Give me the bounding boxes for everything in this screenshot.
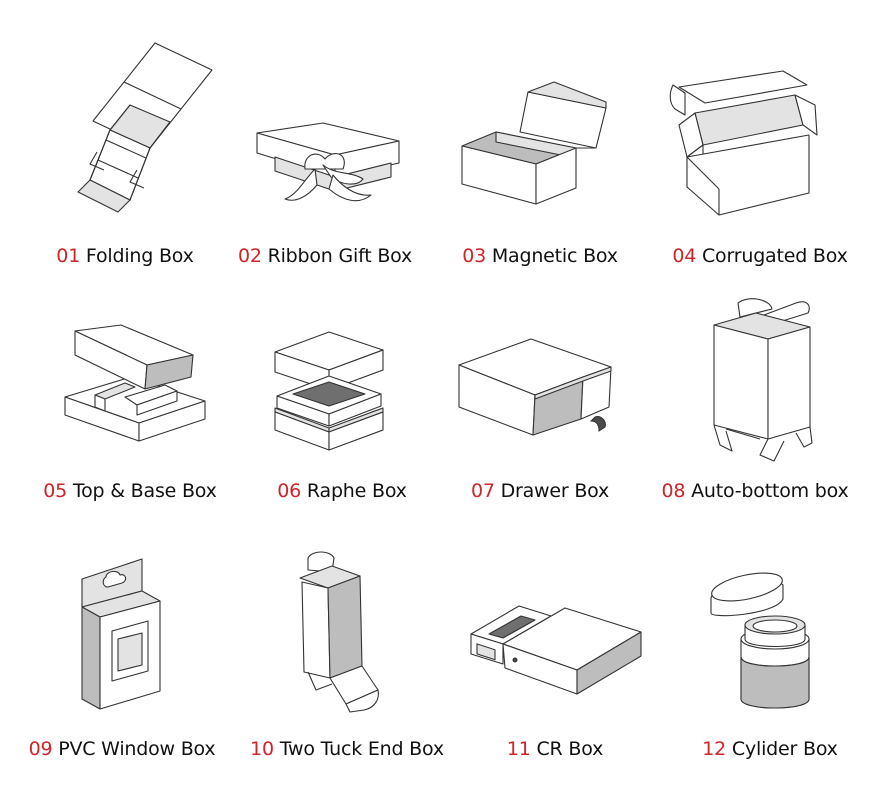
ribbon-gift-box-icon: [245, 115, 415, 215]
box-caption-07: 07 Drawer Box: [471, 480, 609, 502]
cr-box-icon: [465, 598, 645, 708]
box-number: 01: [56, 245, 80, 267]
box-number: 12: [702, 738, 726, 760]
box-label: Ribbon Gift Box: [268, 245, 412, 267]
box-caption-05: 05 Top & Base Box: [43, 480, 216, 502]
box-caption-09: 09 PVC Window Box: [29, 738, 216, 760]
box-caption-03: 03 Magnetic Box: [462, 245, 618, 267]
corrugated-box-icon: [665, 65, 835, 225]
box-label: Cylider Box: [732, 738, 838, 760]
auto-bottom-box-icon: [700, 295, 830, 465]
drawer-box-icon: [455, 335, 625, 445]
box-label: Folding Box: [86, 245, 194, 267]
box-number: 05: [43, 480, 67, 502]
box-caption-06: 06 Raphe Box: [277, 480, 406, 502]
box-caption-01: 01 Folding Box: [56, 245, 193, 267]
pvc-window-box-icon: [72, 555, 182, 715]
box-label: Auto-bottom box: [691, 480, 848, 502]
box-label: Corrugated Box: [702, 245, 848, 267]
top-base-box-icon: [55, 325, 225, 445]
box-label: Drawer Box: [501, 480, 609, 502]
box-caption-12: 12 Cylider Box: [702, 738, 837, 760]
box-caption-10: 10 Two Tuck End Box: [250, 738, 444, 760]
magnetic-box-icon: [450, 80, 620, 210]
folding-box-icon: [60, 40, 230, 220]
box-number: 07: [471, 480, 495, 502]
box-number: 03: [462, 245, 486, 267]
box-label: Two Tuck End Box: [280, 738, 444, 760]
box-caption-02: 02 Ribbon Gift Box: [238, 245, 412, 267]
box-number: 09: [29, 738, 53, 760]
box-number: 04: [672, 245, 696, 267]
box-number: 11: [507, 738, 531, 760]
box-label: Top & Base Box: [73, 480, 217, 502]
box-label: Raphe Box: [307, 480, 407, 502]
box-number: 10: [250, 738, 274, 760]
box-number: 06: [277, 480, 301, 502]
box-label: Magnetic Box: [492, 245, 618, 267]
cylinder-box-icon: [705, 565, 825, 715]
box-caption-04: 04 Corrugated Box: [672, 245, 847, 267]
box-caption-08: 08 Auto-bottom box: [661, 480, 848, 502]
box-number: 02: [238, 245, 262, 267]
box-number: 08: [661, 480, 685, 502]
raphe-box-icon: [265, 328, 395, 458]
box-label: CR Box: [536, 738, 603, 760]
box-caption-11: 11 CR Box: [507, 738, 603, 760]
two-tuck-end-box-icon: [290, 548, 390, 718]
box-label: PVC Window Box: [58, 738, 215, 760]
